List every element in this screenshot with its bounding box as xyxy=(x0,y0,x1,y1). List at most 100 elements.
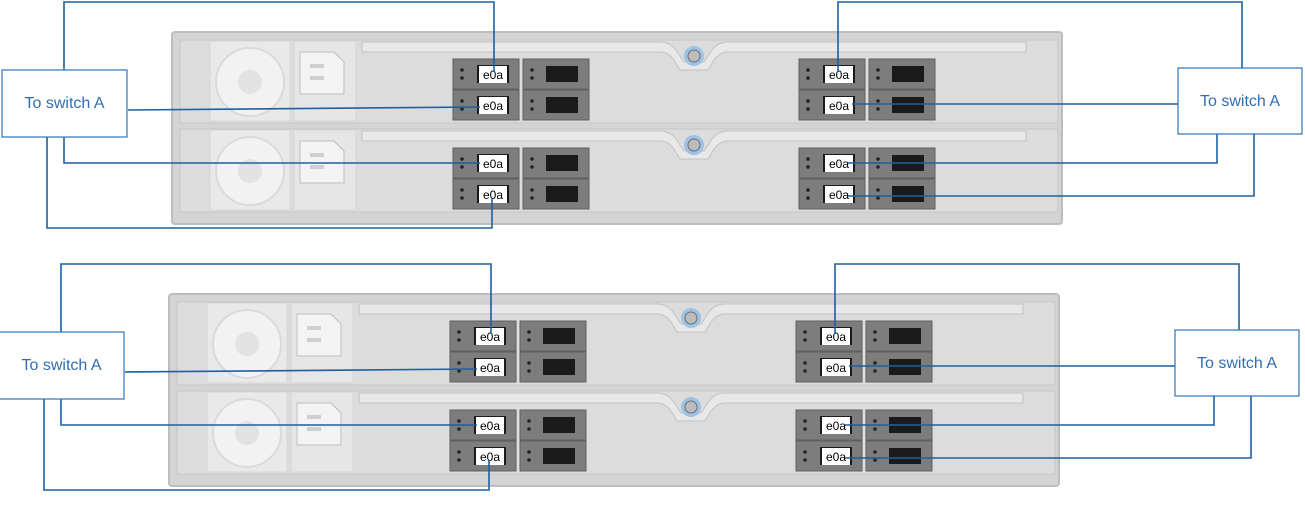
port-led xyxy=(876,157,880,161)
port-led xyxy=(873,369,877,373)
cable-line xyxy=(837,1,1243,72)
port-led xyxy=(876,196,880,200)
port-label-bg xyxy=(479,186,507,203)
port-label: e0a xyxy=(483,99,503,113)
port-led xyxy=(457,419,461,423)
port-led xyxy=(806,157,810,161)
port-label: e0a xyxy=(480,361,500,375)
port-led xyxy=(876,76,880,80)
port-label: e0a xyxy=(826,330,846,344)
release-knob-center xyxy=(684,400,698,414)
cable-line xyxy=(834,263,1240,334)
port-led xyxy=(806,196,810,200)
port-led xyxy=(527,419,531,423)
port-led xyxy=(876,188,880,192)
release-knob-center xyxy=(684,311,698,325)
port-led xyxy=(806,188,810,192)
port-label: e0a xyxy=(826,361,846,375)
port-led xyxy=(460,99,464,103)
port-led xyxy=(530,157,534,161)
power-inlet-pin xyxy=(307,415,321,419)
port-led xyxy=(527,361,531,365)
switch-label-left: To switch A xyxy=(24,95,104,112)
port-slot-secondary xyxy=(543,328,575,344)
port-label-bg xyxy=(822,359,850,376)
port-slot-secondary xyxy=(543,448,575,464)
port-led xyxy=(527,427,531,431)
port-led xyxy=(873,458,877,462)
switch-label-left: To switch A xyxy=(21,357,101,374)
port-slot-secondary xyxy=(892,66,924,82)
cable-line xyxy=(46,137,493,229)
cable-line xyxy=(60,399,477,426)
cables xyxy=(46,1,1255,229)
port-led xyxy=(457,458,461,462)
power-inlet-pin xyxy=(307,326,321,330)
port-label-bg xyxy=(825,97,853,114)
port-label-bg xyxy=(825,186,853,203)
port-led xyxy=(527,450,531,454)
port-label: e0a xyxy=(829,188,849,202)
port-slot-secondary xyxy=(889,328,921,344)
port-label: e0a xyxy=(480,330,500,344)
fan-hub xyxy=(238,70,262,94)
cable-line xyxy=(63,137,480,164)
port-label-bg xyxy=(479,155,507,172)
power-inlet-icon xyxy=(299,140,345,184)
port-led xyxy=(530,99,534,103)
port-label-bg xyxy=(476,417,504,434)
port-led xyxy=(803,369,807,373)
fan-hub xyxy=(235,421,259,445)
port-label-bg xyxy=(822,448,850,465)
power-inlet-pin xyxy=(307,427,321,431)
port-label: e0a xyxy=(480,419,500,433)
port-slot-secondary xyxy=(889,448,921,464)
port-label-bg xyxy=(822,328,850,345)
port-slot-secondary xyxy=(546,155,578,171)
port-led xyxy=(457,369,461,373)
cable-line xyxy=(845,396,1252,459)
release-knob-center xyxy=(687,138,701,152)
cable-line xyxy=(848,134,1218,164)
port-label: e0a xyxy=(483,157,503,171)
power-inlet-pin xyxy=(310,64,324,68)
power-inlet-icon xyxy=(296,402,342,446)
port-led xyxy=(803,419,807,423)
switch-label-right: To switch A xyxy=(1200,93,1280,110)
port-label: e0a xyxy=(829,157,849,171)
port-led xyxy=(530,188,534,192)
cables xyxy=(43,263,1252,491)
port-led xyxy=(530,165,534,169)
port-label-bg xyxy=(825,155,853,172)
power-inlet-pin xyxy=(310,153,324,157)
port-led xyxy=(530,76,534,80)
module-ledge xyxy=(358,303,1024,333)
port-led xyxy=(803,450,807,454)
port-led xyxy=(457,338,461,342)
port-led xyxy=(806,76,810,80)
cable-line xyxy=(63,1,495,72)
port-slot-secondary xyxy=(543,417,575,433)
fan-hub xyxy=(235,332,259,356)
port-led xyxy=(460,157,464,161)
port-led xyxy=(457,427,461,431)
cable-line xyxy=(124,368,478,373)
port-led xyxy=(460,188,464,192)
port-slot-secondary xyxy=(892,186,924,202)
port-slot-secondary xyxy=(889,359,921,375)
power-inlet-pin xyxy=(310,165,324,169)
cable-line xyxy=(848,134,1255,197)
port-led xyxy=(876,165,880,169)
port-led xyxy=(803,458,807,462)
switch-label-box xyxy=(1,69,128,138)
cable-line xyxy=(127,106,481,111)
port-slot-secondary xyxy=(892,97,924,113)
port-led xyxy=(806,68,810,72)
port-led xyxy=(873,450,877,454)
port-led xyxy=(873,338,877,342)
port-label: e0a xyxy=(826,419,846,433)
port-led xyxy=(803,338,807,342)
